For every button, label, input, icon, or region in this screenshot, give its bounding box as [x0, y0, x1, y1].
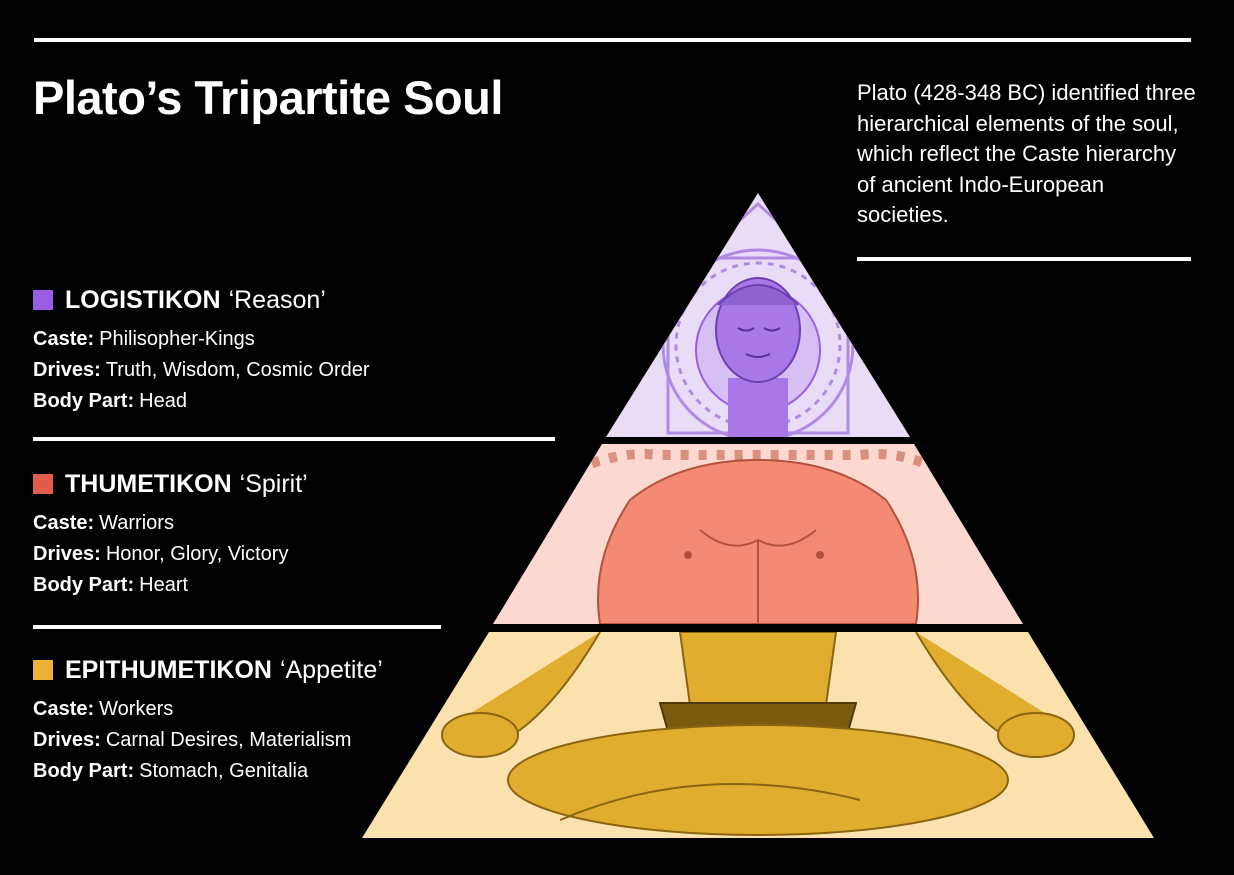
- body-part-value: Heart: [139, 574, 189, 596]
- thumetikon-drives: Drives:Honor, Glory, Victory: [33, 539, 308, 570]
- epithumetikon-name: EPITHUMETIKON: [65, 656, 272, 684]
- epithumetikon-body-part: Body Part:Stomach, Genitalia: [33, 756, 383, 787]
- logistikon-meaning: ‘Reason’: [228, 286, 326, 314]
- logistikon-section: LOGISTIKON ‘Reason’ Caste:Philisopher-Ki…: [33, 285, 370, 417]
- top-divider: [34, 38, 1191, 42]
- epithumetikon-section: EPITHUMETIKON ‘Appetite’ Caste:Workers D…: [33, 655, 383, 787]
- thumetikon-name: THUMETIKON: [65, 470, 232, 498]
- description-text: Plato (428-348 BC) identified three hier…: [857, 80, 1196, 227]
- appetite-tier: [362, 632, 1154, 838]
- logistikon-body-part: Body Part:Head: [33, 386, 370, 417]
- epithumetikon-color-swatch: [33, 660, 53, 680]
- caste-label: Caste:: [33, 512, 95, 534]
- thumetikon-caste: Caste:Warriors: [33, 508, 308, 539]
- thumetikon-color-swatch: [33, 474, 53, 494]
- page-title: Plato’s Tripartite Soul: [33, 71, 503, 124]
- caste-value: Warriors: [99, 512, 174, 534]
- caste-value: Workers: [99, 698, 174, 720]
- thumetikon-body-part: Body Part:Heart: [33, 570, 308, 601]
- body-part-value: Head: [139, 390, 187, 412]
- drives-value: Carnal Desires, Materialism: [105, 729, 352, 751]
- caste-value: Philisopher-Kings: [99, 328, 255, 350]
- epithumetikon-caste: Caste:Workers: [33, 694, 383, 725]
- thumetikon-section: THUMETIKON ‘Spirit’ Caste:Warriors Drive…: [33, 469, 308, 601]
- drives-label: Drives:: [33, 543, 101, 565]
- body-part-label: Body Part:: [33, 390, 135, 412]
- section-divider: [33, 625, 441, 629]
- epithumetikon-heading: EPITHUMETIKON ‘Appetite’: [33, 655, 383, 685]
- body-part-label: Body Part:: [33, 574, 135, 596]
- logistikon-caste: Caste:Philisopher-Kings: [33, 324, 370, 355]
- logistikon-drives: Drives:Truth, Wisdom, Cosmic Order: [33, 355, 370, 386]
- logistikon-name: LOGISTIKON: [65, 286, 221, 314]
- body-part-label: Body Part:: [33, 760, 135, 782]
- description-divider: [857, 257, 1191, 261]
- epithumetikon-drives: Drives:Carnal Desires, Materialism: [33, 725, 383, 756]
- body-part-value: Stomach, Genitalia: [139, 760, 309, 782]
- drives-value: Honor, Glory, Victory: [105, 543, 289, 565]
- drives-label: Drives:: [33, 729, 101, 751]
- caste-label: Caste:: [33, 328, 95, 350]
- logistikon-color-swatch: [33, 290, 53, 310]
- drives-label: Drives:: [33, 359, 101, 381]
- drives-value: Truth, Wisdom, Cosmic Order: [105, 359, 370, 381]
- spirit-tier: [493, 444, 1023, 624]
- logistikon-heading: LOGISTIKON ‘Reason’: [33, 285, 370, 315]
- reason-tier: [606, 193, 910, 437]
- thumetikon-heading: THUMETIKON ‘Spirit’: [33, 469, 308, 499]
- caste-label: Caste:: [33, 698, 95, 720]
- epithumetikon-meaning: ‘Appetite’: [279, 656, 383, 684]
- thumetikon-meaning: ‘Spirit’: [239, 470, 308, 498]
- section-divider: [33, 437, 555, 441]
